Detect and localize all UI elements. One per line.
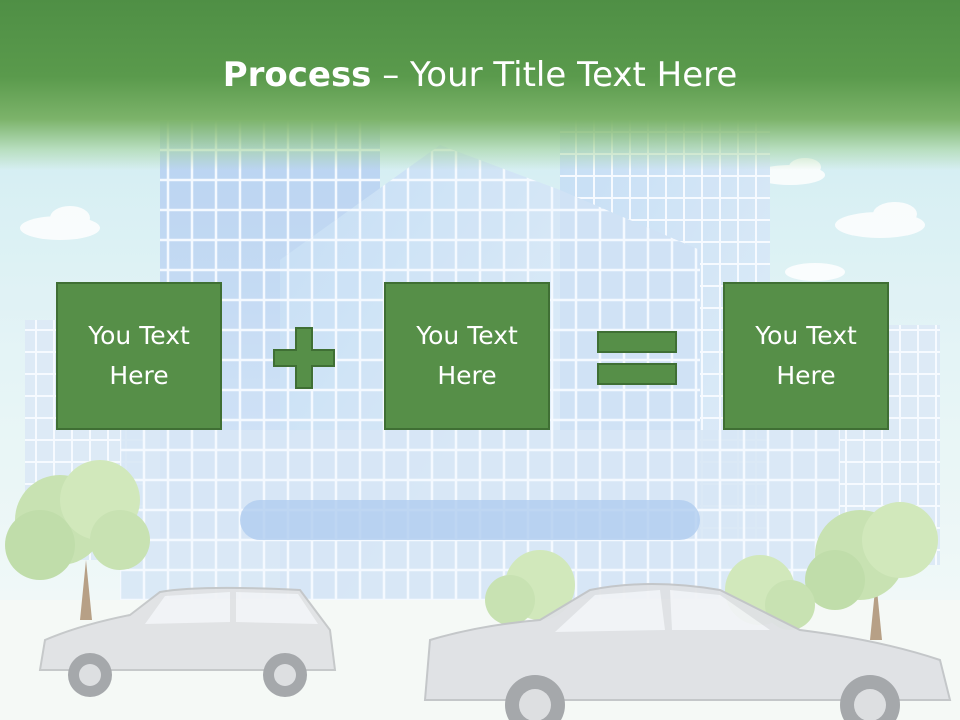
title-rest: – Your Title Text Here	[371, 55, 738, 95]
process-box-3-text: You Text Here	[755, 321, 857, 390]
title-band	[0, 0, 960, 170]
process-box-1-text: You Text Here	[88, 321, 190, 390]
plus-icon	[273, 327, 335, 389]
process-box-3[interactable]: You Text Here	[723, 282, 889, 430]
title-bold: Process	[222, 55, 372, 95]
sedan-car	[423, 583, 952, 720]
slide-title[interactable]: Process – Your Title Text Here	[0, 52, 960, 98]
process-box-2-text: You Text Here	[416, 321, 518, 390]
process-box-1[interactable]: You Text Here	[56, 282, 222, 430]
equals-icon	[597, 331, 677, 385]
hatchback-car	[38, 586, 337, 697]
process-box-2[interactable]: You Text Here	[384, 282, 550, 430]
